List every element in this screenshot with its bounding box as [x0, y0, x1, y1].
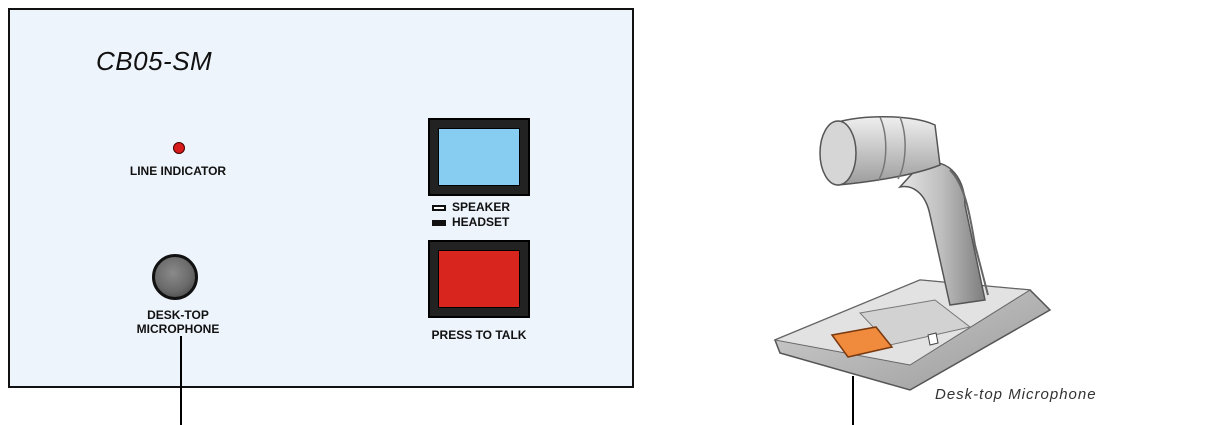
headset-mode-icon	[432, 219, 446, 226]
microphone-jack[interactable]	[152, 254, 198, 300]
line-indicator-label: LINE INDICATOR	[129, 164, 227, 178]
mic-small-switch	[927, 332, 939, 346]
mic-neck-groove	[949, 169, 989, 296]
speaker-label: SPEAKER	[452, 200, 511, 214]
jack-label-line1: DESK-TOP	[147, 308, 209, 322]
press-to-talk-label: PRESS TO TALK	[431, 328, 527, 342]
jack-label-line2: MICROPHONE	[136, 322, 220, 336]
line-indicator-led	[173, 142, 185, 154]
speaker-headset-button-face	[438, 128, 520, 186]
mic-talk-button	[830, 326, 894, 358]
mic-cable-line	[852, 376, 854, 425]
panel-cable-line	[180, 336, 182, 425]
mic-grille	[819, 120, 857, 186]
control-box-panel: CB05-SM LINE INDICATOR DESK-TOP MICROPHO…	[8, 8, 634, 388]
mic-head-ring-2	[897, 116, 906, 180]
speaker-headset-button[interactable]	[428, 118, 530, 196]
desk-microphone-illustration	[773, 116, 1052, 391]
microphone-caption: Desk-top Microphone	[935, 386, 1097, 403]
speaker-mode-icon	[432, 204, 446, 211]
press-to-talk-button-face	[438, 250, 520, 308]
model-label: CB05-SM	[96, 46, 213, 76]
headset-option: HEADSET	[432, 215, 509, 229]
press-to-talk-button[interactable]	[428, 240, 530, 318]
microphone-jack-label: DESK-TOP MICROPHONE	[108, 308, 248, 336]
headset-label: HEADSET	[452, 215, 510, 229]
mic-neck	[897, 161, 986, 306]
speaker-option: SPEAKER	[432, 200, 510, 214]
mic-head-ring-1	[877, 116, 887, 182]
